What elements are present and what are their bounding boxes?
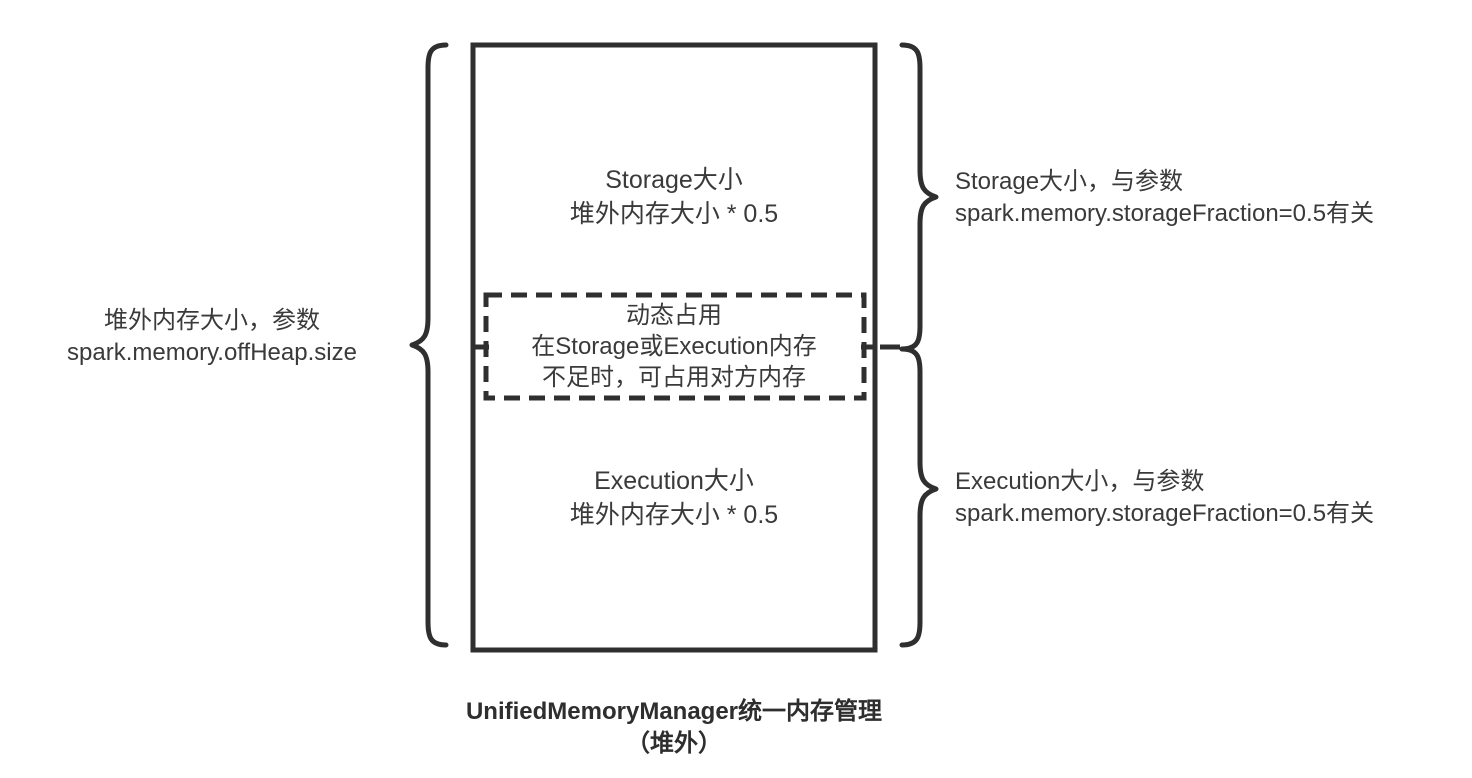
execution-fraction-brace [899,346,939,648]
storage-region-label: Storage大小 堆外内存大小 * 0.5 [569,166,779,228]
execution-fraction-callout-label: Execution大小，与参数 spark.memory.storageFrac… [955,468,1375,528]
execution-region-label: Execution大小 堆外内存大小 * 0.5 [569,467,779,529]
storage-fraction-brace [899,42,939,352]
offheap-total-callout-label: 堆外内存大小，参数 spark.memory.offHeap.size [67,307,357,367]
storage-fraction-callout-label: Storage大小，与参数 spark.memory.storageFracti… [955,168,1375,228]
offheap-total-brace [409,42,449,648]
diagram-caption: UnifiedMemoryManager统一内存管理 （堆外） [465,698,883,758]
dynamic-occupancy-region-label: 动态占用 在Storage或Execution内存 不足时，可占用对方内存 [531,302,817,392]
